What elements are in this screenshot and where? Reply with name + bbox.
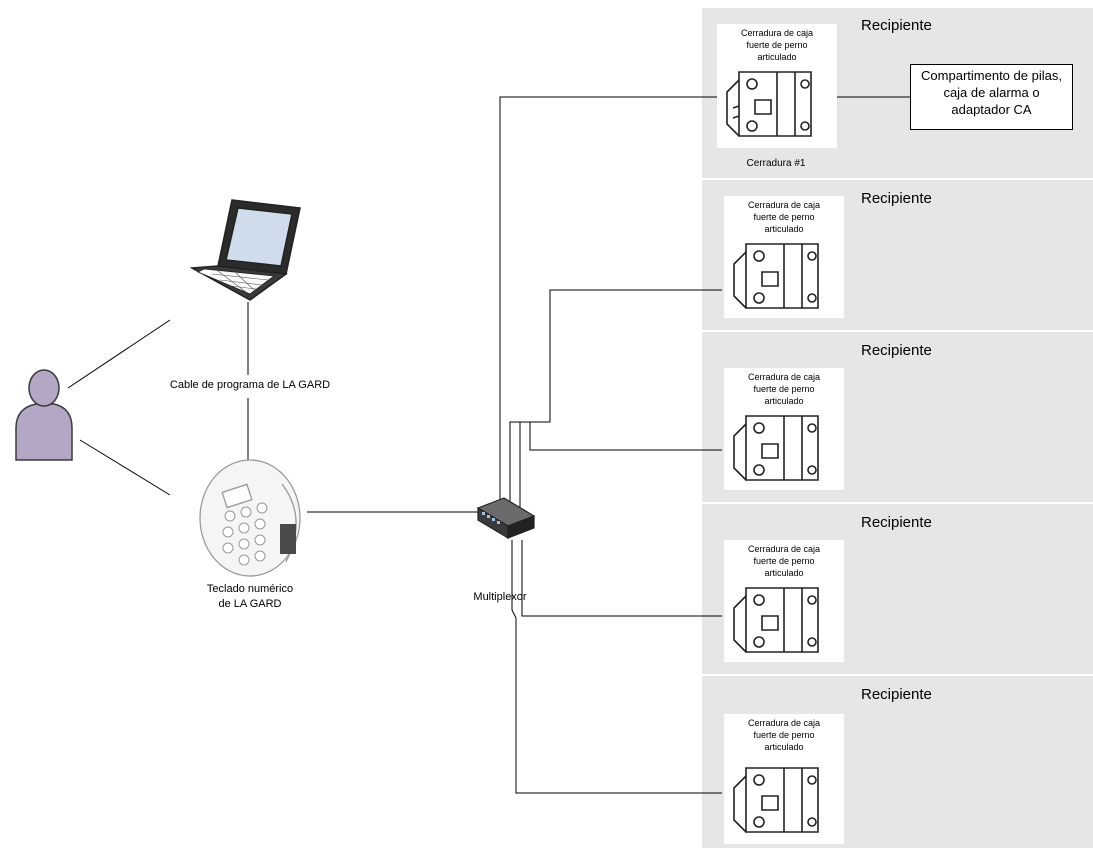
container-title-4: Recipiente — [861, 514, 932, 531]
lock-card-4: Cerradura de caja fuerte de perno articu… — [724, 540, 844, 662]
lock-card-1: Cerradura de caja fuerte de perno articu… — [717, 24, 837, 148]
lock-caption: Cerradura de caja fuerte de perno articu… — [747, 544, 821, 578]
container-title-5: Recipiente — [861, 686, 932, 703]
lock-card-5: Cerradura de caja fuerte de perno articu… — [724, 714, 844, 844]
keypad-label: Teclado numérico de LA GARD — [206, 583, 294, 610]
bolt-lock-icon — [733, 415, 819, 481]
multiplexer-icon — [476, 497, 536, 540]
container-title-1: Recipiente — [861, 17, 932, 34]
lock-card-2: Cerradura de caja fuerte de perno articu… — [724, 196, 844, 318]
bolt-lock-icon — [733, 587, 819, 653]
user-icon — [15, 369, 73, 461]
power-box: Compartimento de pilas, caja de alarma o… — [910, 64, 1073, 130]
laptop-icon — [190, 199, 301, 301]
lock-card-3: Cerradura de caja fuerte de perno articu… — [724, 368, 844, 490]
lock-caption: Cerradura de caja fuerte de perno articu… — [747, 200, 821, 234]
keypad-icon — [199, 459, 301, 577]
bolt-lock-icon — [726, 71, 812, 137]
lock-caption: Cerradura de caja fuerte de perno articu… — [747, 372, 821, 406]
lock-caption: Cerradura de caja fuerte de perno articu… — [740, 28, 814, 62]
lock-caption: Cerradura de caja fuerte de perno articu… — [747, 718, 821, 752]
cable-label: Cable de programa de LA GARD — [169, 379, 331, 391]
bolt-lock-icon — [733, 243, 819, 309]
multiplexer-label: Multiplexor — [473, 591, 527, 603]
bolt-lock-icon — [733, 767, 819, 833]
container-title-3: Recipiente — [861, 342, 932, 359]
lock-1-label: Cerradura #1 — [746, 158, 806, 169]
container-title-2: Recipiente — [861, 190, 932, 207]
